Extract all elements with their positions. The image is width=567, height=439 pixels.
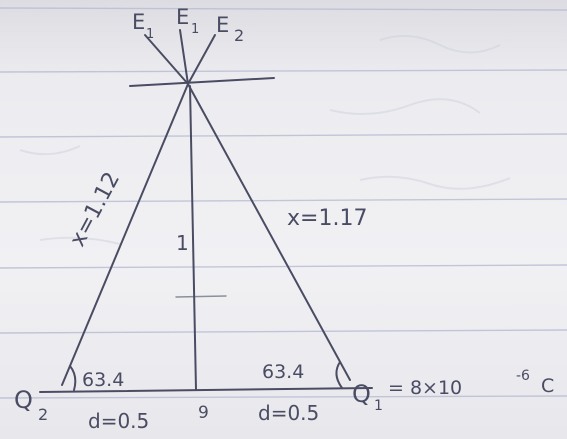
field-line-e: [179, 29, 189, 85]
field-line-e2: [187, 34, 216, 85]
label-e-sub: 1: [191, 22, 199, 37]
label-e1: E: [132, 10, 145, 34]
label-nine: 9: [198, 403, 209, 423]
triangle-base: [39, 387, 373, 393]
apex-horizontal-line: [129, 77, 275, 87]
label-q1-unit: C: [541, 375, 554, 397]
label-height-mark: 1: [176, 231, 189, 255]
right-angle-arc: [335, 361, 343, 389]
triangle-left-side: [61, 83, 189, 386]
label-d-right: d=0.5: [258, 401, 319, 425]
label-e1-sub: 1: [146, 27, 154, 42]
label-e: E: [176, 5, 189, 29]
label-e2: E: [216, 13, 229, 37]
label-q2-sub: 2: [38, 405, 48, 424]
label-d-left: d=0.5: [88, 409, 149, 433]
altitude-line: [189, 85, 197, 391]
label-right-side: x=1.17: [287, 206, 367, 231]
label-q1-value: = 8×10: [388, 377, 462, 399]
field-line-e1: [144, 34, 189, 85]
label-right-angle: 63.4: [262, 361, 304, 383]
label-q1-exponent: -6: [516, 368, 530, 384]
center-tick: [175, 295, 227, 298]
ruled-lines: [0, 7, 567, 399]
label-q1-sub: 1: [374, 398, 383, 414]
left-angle-arc: [69, 365, 77, 391]
background-bleed: [19, 35, 511, 245]
label-q2: Q: [14, 386, 33, 414]
label-q1: Q: [352, 380, 371, 408]
triangle-right-side: [187, 83, 351, 381]
label-left-angle: 63.4: [82, 369, 124, 391]
label-e2-sub: 2: [234, 26, 244, 45]
